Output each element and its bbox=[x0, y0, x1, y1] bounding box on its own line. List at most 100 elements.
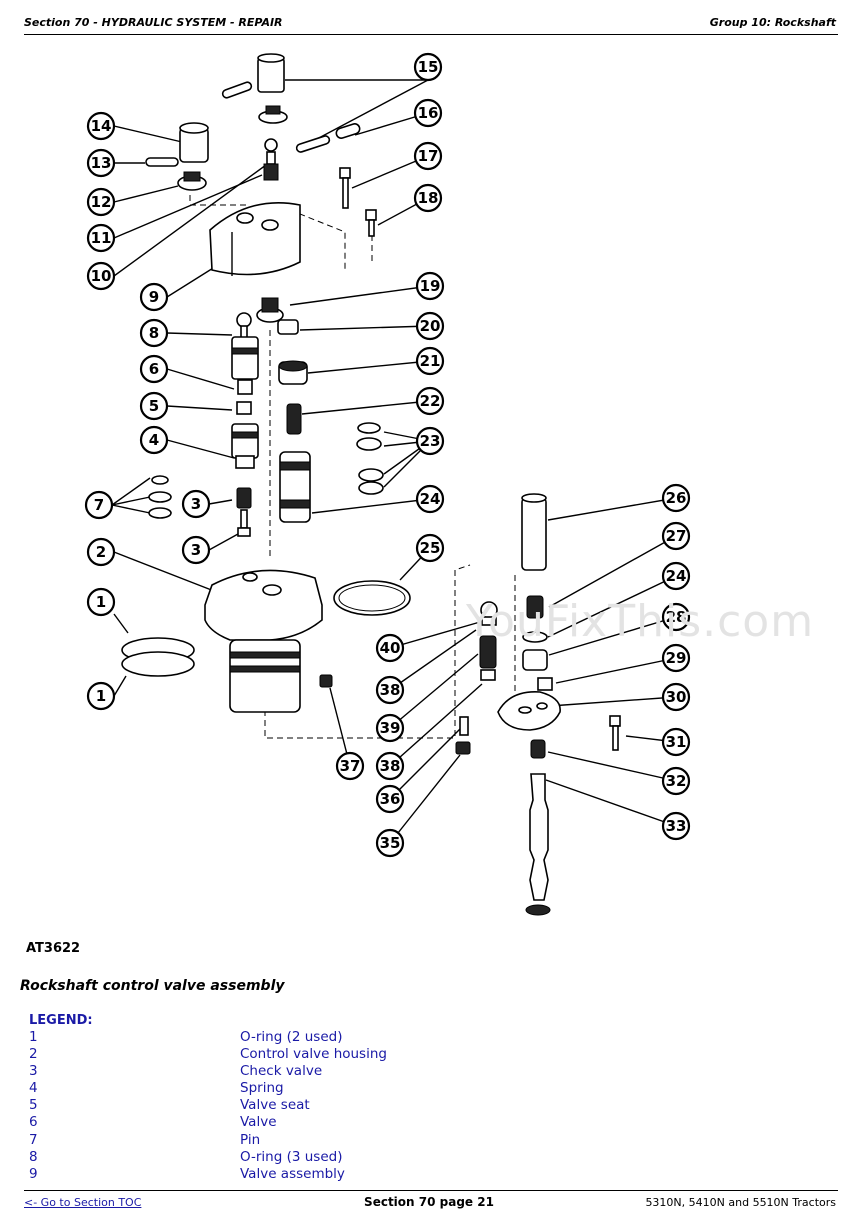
svg-text:24: 24 bbox=[420, 490, 441, 508]
callout-23: 22 bbox=[415, 386, 445, 416]
page-header: Section 70 - HYDRAULIC SYSTEM - REPAIR G… bbox=[0, 0, 858, 35]
callout-26: 25 bbox=[415, 533, 445, 563]
svg-text:20: 20 bbox=[420, 317, 441, 335]
callouts: 15 16 17 18 14 13 12 11 10 9 19 20 21 22… bbox=[84, 52, 691, 858]
legend-description: Valve assembly bbox=[240, 1165, 345, 1182]
svg-text:24: 24 bbox=[666, 567, 687, 585]
legend-item: 1 O-ring (2 used) bbox=[29, 1029, 489, 1046]
svg-text:33: 33 bbox=[666, 817, 687, 835]
svg-text:3: 3 bbox=[191, 495, 201, 513]
callout-37: 37 bbox=[335, 751, 365, 781]
callout-21: 20 bbox=[415, 311, 445, 341]
svg-text:18: 18 bbox=[418, 189, 439, 207]
legend-description: Valve seat bbox=[240, 1097, 310, 1114]
legend-description: Valve bbox=[240, 1114, 277, 1131]
svg-text:6: 6 bbox=[149, 360, 159, 378]
svg-text:25: 25 bbox=[420, 539, 441, 557]
legend-item: 6 Valve bbox=[29, 1114, 489, 1131]
legend-item: 8 O-ring (3 used) bbox=[29, 1149, 489, 1166]
legend-item: 2 Control valve housing bbox=[29, 1046, 489, 1063]
legend-item: 5 Valve seat bbox=[29, 1097, 489, 1114]
svg-text:30: 30 bbox=[666, 688, 687, 706]
svg-text:13: 13 bbox=[91, 154, 112, 172]
svg-text:15: 15 bbox=[418, 58, 439, 76]
legend-item: 9 Valve assembly bbox=[29, 1166, 489, 1183]
figure-id: AT3622 bbox=[26, 941, 81, 956]
svg-text:38: 38 bbox=[380, 757, 401, 775]
legend-number: 8 bbox=[29, 1148, 38, 1165]
svg-text:35: 35 bbox=[380, 834, 401, 852]
callout-7: 6 bbox=[139, 354, 169, 384]
callout-10: 9 bbox=[139, 282, 169, 312]
section-title: Section 70 - HYDRAULIC SYSTEM - REPAIR bbox=[24, 16, 283, 29]
header-divider bbox=[24, 34, 838, 35]
callout-39: 39 bbox=[375, 713, 405, 743]
legend-description: O-ring (2 used) bbox=[240, 1029, 343, 1045]
svg-text:12: 12 bbox=[91, 193, 112, 211]
alignment-lines bbox=[189, 195, 516, 739]
legend-description: Pin bbox=[240, 1131, 261, 1148]
svg-text:10: 10 bbox=[91, 267, 112, 285]
tractor-models: 5310N, 5410N and 5510N Tractors bbox=[645, 1196, 836, 1209]
legend-number: 2 bbox=[29, 1046, 38, 1063]
legend-number: 4 bbox=[29, 1080, 38, 1097]
callout-32: 31 bbox=[661, 727, 691, 757]
callout-33: 32 bbox=[661, 766, 691, 796]
svg-text:29: 29 bbox=[666, 649, 687, 667]
callout-24-lower: 24 bbox=[661, 561, 691, 591]
svg-text:2: 2 bbox=[96, 543, 106, 561]
callout-15: 14 bbox=[86, 111, 116, 141]
callout-40: 40 bbox=[375, 633, 405, 663]
svg-text:19: 19 bbox=[420, 277, 441, 295]
section-toc-link[interactable]: <- Go to Section TOC bbox=[24, 1196, 142, 1209]
svg-text:38: 38 bbox=[380, 681, 401, 699]
svg-text:1: 1 bbox=[96, 593, 106, 611]
callout-35: 35 bbox=[375, 828, 405, 858]
callout-6: 5 bbox=[139, 391, 169, 421]
legend-number: 9 bbox=[29, 1165, 38, 1182]
legend-number: 6 bbox=[29, 1114, 38, 1131]
svg-text:14: 14 bbox=[91, 117, 112, 135]
svg-text:17: 17 bbox=[418, 147, 439, 165]
callout-34: 33 bbox=[661, 811, 691, 841]
callout-25: 24 bbox=[415, 484, 445, 514]
callout-13: 12 bbox=[86, 187, 116, 217]
footer-divider bbox=[24, 1190, 838, 1191]
callout-16: 15 bbox=[413, 52, 443, 82]
callout-22: 21 bbox=[415, 346, 445, 376]
svg-text:36: 36 bbox=[380, 790, 401, 808]
callout-4: 3 bbox=[181, 489, 211, 519]
svg-text:8: 8 bbox=[149, 324, 159, 342]
svg-text:7: 7 bbox=[94, 496, 104, 514]
callout-18: 17 bbox=[413, 141, 443, 171]
figure-caption: Rockshaft control valve assembly bbox=[20, 978, 285, 994]
legend-title: LEGEND: bbox=[29, 1013, 93, 1028]
exploded-parts-diagram: 15 16 17 18 14 13 12 11 10 9 19 20 21 22… bbox=[84, 52, 691, 916]
parts bbox=[121, 53, 621, 916]
legend-number: 1 bbox=[29, 1029, 38, 1045]
legend-description: O-ring (3 used) bbox=[240, 1148, 343, 1165]
legend-item: 7 Pin bbox=[29, 1132, 489, 1149]
svg-text:11: 11 bbox=[91, 229, 112, 247]
callout-9: 8 bbox=[139, 318, 169, 348]
callout-30: 29 bbox=[661, 643, 691, 673]
svg-text:4: 4 bbox=[149, 431, 159, 449]
callout-28: 27 bbox=[661, 521, 691, 551]
svg-text:23: 23 bbox=[420, 432, 441, 450]
legend-description: Control valve housing bbox=[240, 1046, 387, 1063]
svg-text:31: 31 bbox=[666, 733, 687, 751]
svg-text:32: 32 bbox=[666, 772, 687, 790]
callout-38-upper: 38 bbox=[375, 675, 405, 705]
svg-text:37: 37 bbox=[340, 757, 361, 775]
svg-text:27: 27 bbox=[666, 527, 687, 545]
legend-number: 7 bbox=[29, 1131, 38, 1148]
callout-3: 3 bbox=[181, 535, 211, 565]
legend-number: 5 bbox=[29, 1097, 38, 1114]
svg-text:1: 1 bbox=[96, 687, 106, 705]
callout-17: 16 bbox=[413, 98, 443, 128]
callout-1-lower: 1 bbox=[86, 681, 116, 711]
svg-text:5: 5 bbox=[149, 397, 159, 415]
callout-19: 18 bbox=[413, 183, 443, 213]
callout-2: 2 bbox=[86, 537, 116, 567]
